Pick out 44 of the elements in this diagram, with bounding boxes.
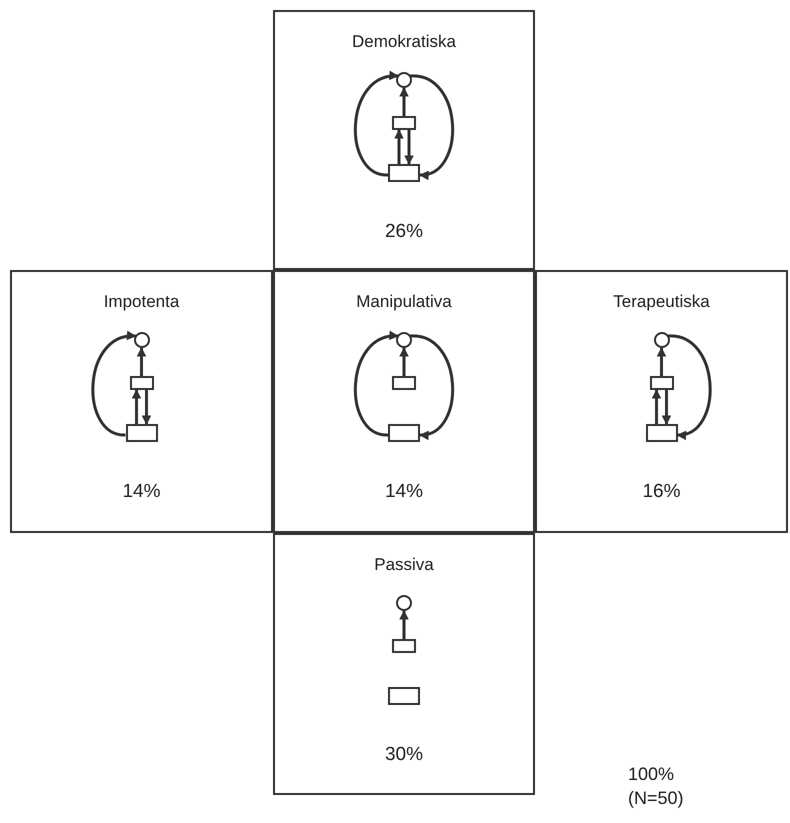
- arrow: [354, 332, 399, 436]
- arrow: [404, 130, 414, 165]
- arrow: [132, 389, 142, 424]
- rectangle-symbol: [650, 376, 674, 390]
- arrow: [656, 347, 666, 376]
- arrow: [652, 389, 662, 424]
- percentage: 14%: [121, 480, 162, 504]
- arrow: [394, 129, 404, 164]
- percentage: 26%: [384, 220, 424, 244]
- category-panel: [273, 533, 535, 795]
- category-panel: [273, 270, 535, 533]
- arrow: [142, 390, 152, 425]
- arrow: [399, 87, 409, 116]
- arrow: [354, 72, 399, 176]
- percentage: 16%: [641, 480, 682, 504]
- rectangle-symbol: [126, 424, 158, 442]
- category-title: Demokratiska: [351, 32, 457, 52]
- percentage: 30%: [384, 743, 424, 767]
- arrow: [662, 390, 672, 425]
- note-text: 100%: [628, 763, 676, 786]
- category-panel: [273, 10, 535, 270]
- arrow: [136, 347, 146, 376]
- note-text: (N=50): [628, 787, 684, 810]
- rectangle-symbol: [392, 116, 416, 130]
- arrow: [410, 74, 454, 178]
- category-title: Impotenta: [102, 292, 180, 312]
- arrow: [92, 332, 136, 436]
- percentage: 14%: [384, 480, 424, 504]
- arrow: [399, 610, 409, 639]
- rectangle-symbol: [388, 424, 420, 442]
- rectangle-symbol: [646, 424, 678, 442]
- rectangle-symbol: [392, 639, 416, 653]
- category-title: Manipulativa: [355, 292, 453, 312]
- category-panel: [10, 270, 273, 533]
- rectangle-symbol: [388, 687, 420, 705]
- category-panel: [535, 270, 788, 533]
- category-title: Terapeutiska: [612, 292, 711, 312]
- rectangle-symbol: [388, 164, 420, 182]
- arrow: [399, 347, 409, 376]
- category-title: Passiva: [373, 555, 435, 575]
- arrow: [667, 334, 712, 438]
- rectangle-symbol: [392, 376, 416, 390]
- rectangle-symbol: [130, 376, 154, 390]
- arrow: [410, 334, 454, 438]
